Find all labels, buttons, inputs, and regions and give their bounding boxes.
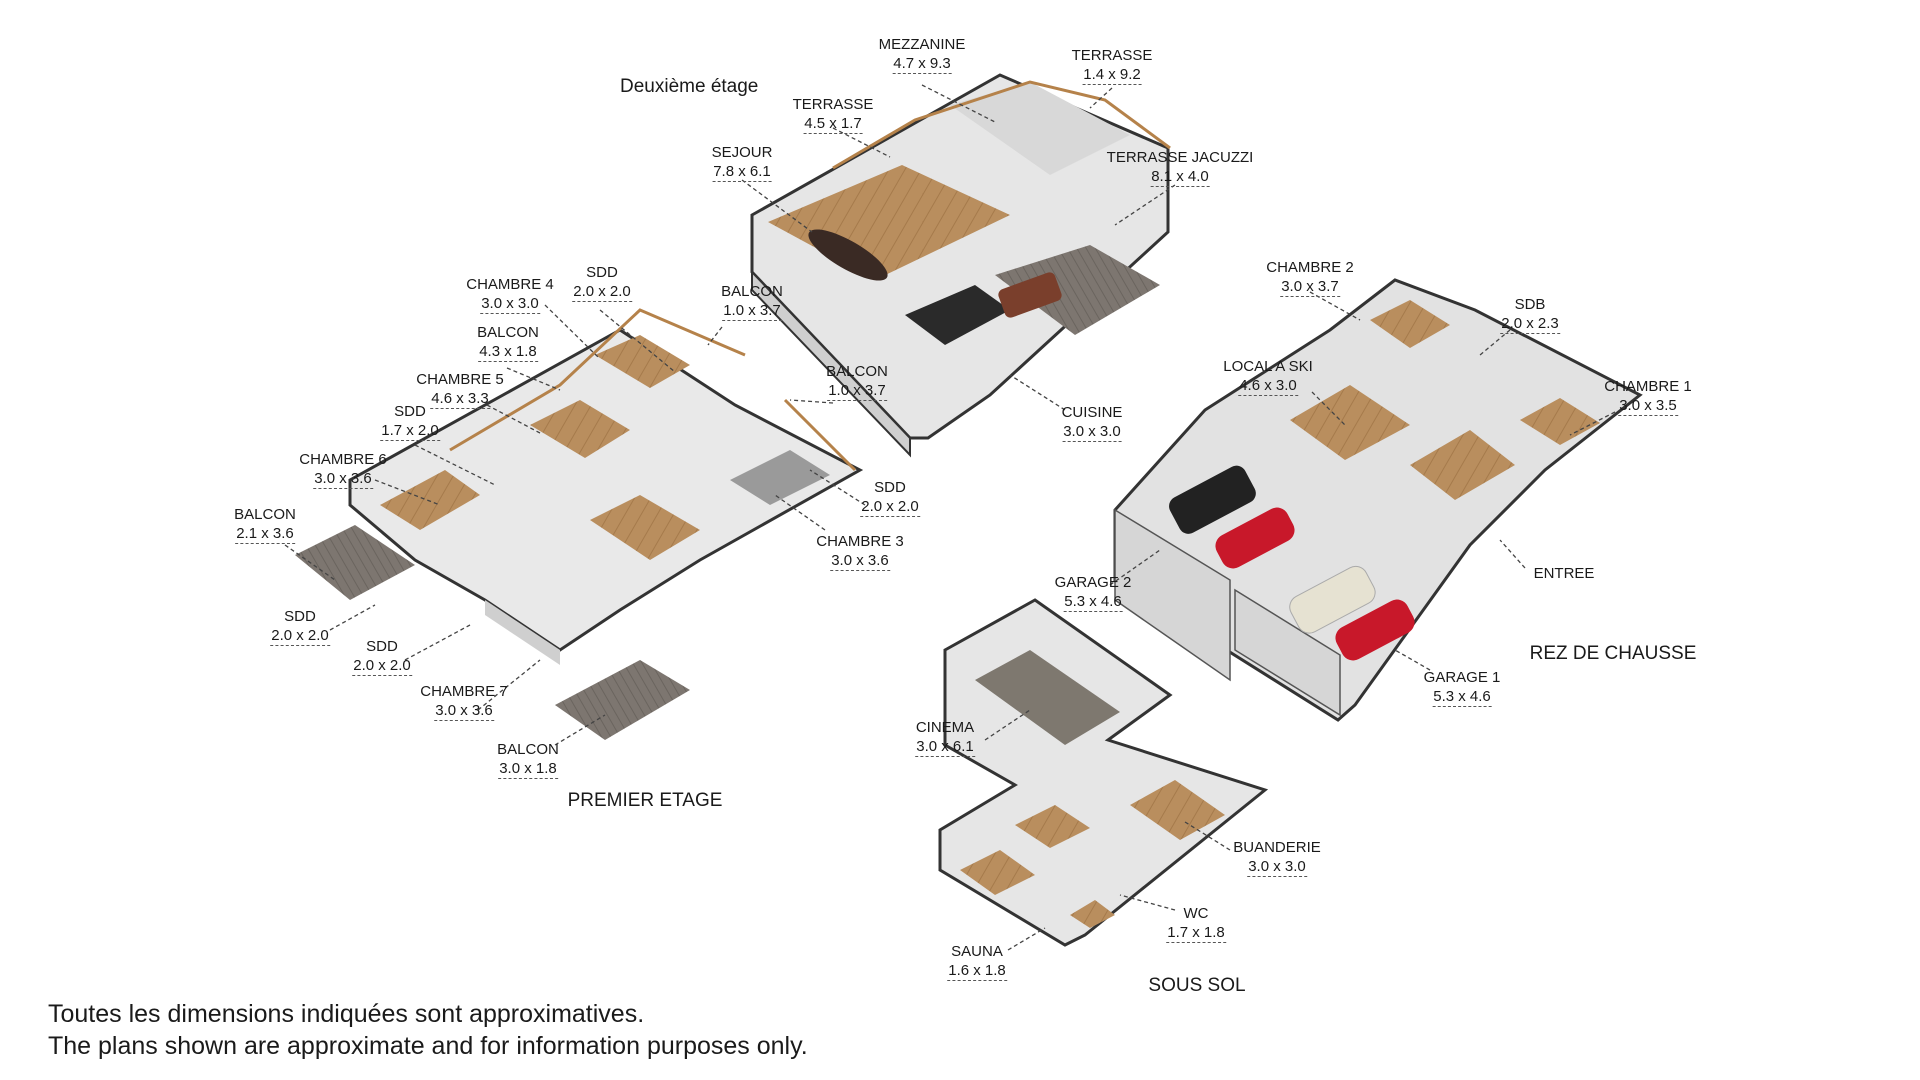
floor-premier-base (348, 328, 864, 652)
car-black (1169, 465, 1256, 534)
disclaimer-fr: Toutes les dimensions indiquées sont app… (48, 1000, 645, 1028)
floor-deuxieme-side (751, 269, 911, 458)
mezzanine-floor (950, 82, 1130, 175)
chambre3-floor (730, 450, 830, 505)
cinema-floor (975, 650, 1120, 745)
sauna-bench (1015, 805, 1090, 848)
garage-wall-right (1234, 588, 1341, 717)
floor-premier-side (485, 600, 560, 665)
disclaimer-en: The plans shown are approximate and for … (48, 1032, 808, 1060)
floor-deuxieme-plan (750, 73, 1171, 458)
jacuzzi (998, 272, 1062, 318)
terrasse-jacuzzi-deck (995, 245, 1160, 335)
chambre1-floor (1520, 398, 1600, 445)
floor-premier-plan (295, 308, 864, 740)
dining-table (808, 229, 888, 281)
stair-hall-floor (590, 495, 700, 560)
room-label-entree: ENTREE (1533, 565, 1595, 582)
chambre4-floor (595, 335, 690, 388)
chambre6-floor (380, 470, 480, 530)
balcon-2-1-deck (295, 525, 415, 600)
car-red-2 (1335, 599, 1415, 661)
car-red-1 (1215, 507, 1295, 569)
balcon-3-0-deck (555, 660, 690, 740)
terrasse-railing (832, 80, 1171, 170)
cuisine-floor (905, 285, 1010, 345)
floor-title-sous-sol: SOUS SOL (1148, 975, 1246, 996)
wc-floor (1070, 900, 1115, 928)
car-white (1289, 565, 1376, 634)
floor-title-premier: PREMIER ETAGE (567, 790, 723, 811)
floor-title-deuxieme: Deuxième étage (620, 76, 759, 97)
floor-rez-plan (1113, 278, 1643, 722)
buanderie-floor (1130, 780, 1225, 840)
entree-floor (1410, 430, 1515, 500)
premier-railing (449, 308, 746, 452)
floor-sous-sol-plan (938, 598, 1269, 947)
premier-railing-right (783, 398, 857, 472)
sauna-floor (960, 850, 1035, 895)
chambre2-floor (1370, 300, 1450, 348)
leader-lines (284, 84, 1616, 951)
local-ski-floor (1290, 385, 1410, 460)
chambre5-floor (530, 400, 630, 458)
floor-title-rez: REZ DE CHAUSSE (1529, 643, 1697, 664)
garage-wall-left (1114, 508, 1231, 682)
